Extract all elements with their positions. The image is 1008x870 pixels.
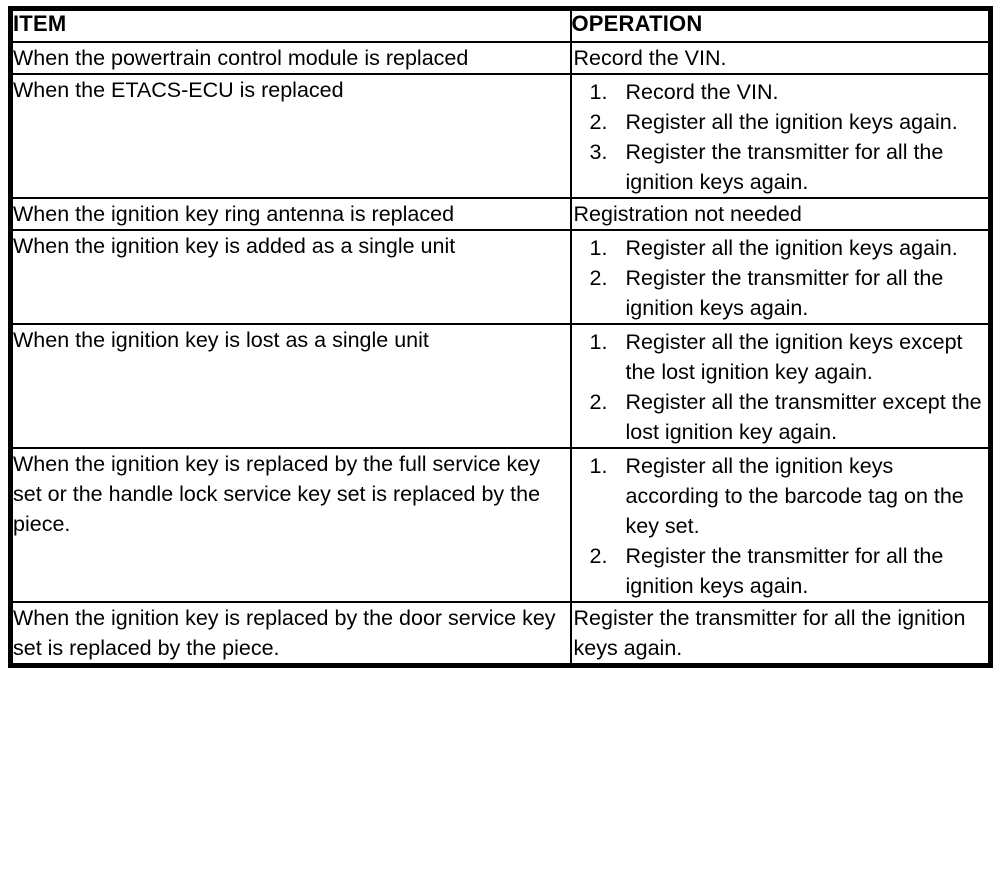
cell-item: When the ETACS-ECU is replaced	[9, 73, 572, 199]
table-row: When the ignition key is replaced by the…	[9, 601, 992, 667]
column-header-operation-label: OPERATION	[571, 11, 703, 36]
cell-item-text: When the ignition key is replaced by the…	[13, 452, 541, 536]
key-registration-table: ITEM OPERATION When the powertrain contr…	[8, 6, 993, 668]
operation-step: Register all the ignition keys again.	[572, 107, 989, 137]
cell-item: When the ignition key is replaced by the…	[9, 601, 572, 667]
operation-step-list: Register all the ignition keys according…	[572, 451, 989, 601]
operation-step-text: Register all the ignition keys again.	[625, 110, 958, 134]
cell-item-text: When the ETACS-ECU is replaced	[13, 78, 344, 102]
operation-step: Register the transmitter for all the ign…	[572, 263, 989, 323]
cell-item-text: When the ignition key ring antenna is re…	[13, 202, 455, 226]
cell-item-text: When the ignition key is replaced by the…	[13, 606, 556, 660]
table-row: When the ignition key is added as a sing…	[9, 229, 992, 325]
operation-step-text: Register the transmitter for all the ign…	[625, 544, 944, 598]
cell-item: When the ignition key is lost as a singl…	[9, 323, 572, 449]
operation-step: Register all the ignition keys again.	[572, 233, 989, 263]
cell-operation: Record the VIN.	[569, 41, 992, 75]
column-header-item-label: ITEM	[13, 11, 67, 36]
table-header: ITEM OPERATION	[9, 7, 992, 43]
operation-step-list: Record the VIN. Register all the ignition…	[572, 77, 989, 197]
operation-step-text: Register all the ignition keys according…	[625, 454, 964, 538]
cell-operation: Record the VIN. Register all the ignition…	[569, 73, 992, 199]
table-header-row: ITEM OPERATION	[9, 7, 992, 43]
cell-item: When the ignition key ring antenna is re…	[9, 197, 572, 231]
cell-item: When the ignition key is replaced by the…	[9, 447, 572, 603]
cell-item: When the powertrain control module is re…	[9, 41, 572, 75]
cell-operation: Register all the ignition keys again. Reg…	[569, 229, 992, 325]
operation-step-text: Register all the transmitter except the …	[625, 390, 982, 444]
operation-step-text: Register the transmitter for all the ign…	[625, 266, 944, 320]
table-row: When the ignition key is lost as a singl…	[9, 323, 992, 449]
operation-step: Register the transmitter for all the ign…	[572, 137, 989, 197]
cell-operation: Register all the ignition keys except th…	[569, 323, 992, 449]
cell-operation: Register all the ignition keys according…	[569, 447, 992, 603]
operation-step-text: Register all the ignition keys again.	[625, 236, 958, 260]
operation-step: Register the transmitter for all the ign…	[572, 541, 989, 601]
cell-item-text: When the ignition key is added as a sing…	[13, 234, 456, 258]
operation-step: Register all the ignition keys except th…	[572, 327, 989, 387]
operation-text: Register the transmitter for all the ign…	[573, 606, 966, 660]
operation-step-text: Record the VIN.	[625, 80, 779, 104]
operation-step: Register all the ignition keys according…	[572, 451, 989, 541]
cell-operation: Registration not needed	[569, 197, 992, 231]
operation-step-text: Register all the ignition keys except th…	[625, 330, 963, 384]
cell-item-text: When the ignition key is lost as a singl…	[13, 328, 429, 352]
table-row: When the ETACS-ECU is replaced Record the…	[9, 73, 992, 199]
table-body: When the powertrain control module is re…	[9, 41, 992, 667]
table-row: When the ignition key is replaced by the…	[9, 447, 992, 603]
table-row: When the powertrain control module is re…	[9, 41, 992, 75]
operation-step: Register all the transmitter except the …	[572, 387, 989, 447]
operation-text: Record the VIN.	[573, 46, 727, 70]
cell-item: When the ignition key is added as a sing…	[9, 229, 572, 325]
column-header-operation: OPERATION	[569, 7, 992, 43]
cell-operation: Register the transmitter for all the ign…	[569, 601, 992, 667]
operation-step: Record the VIN.	[572, 77, 989, 107]
operation-text: Registration not needed	[573, 202, 802, 226]
operation-step-list: Register all the ignition keys except th…	[572, 327, 989, 447]
operation-step-text: Register the transmitter for all the ign…	[625, 140, 944, 194]
table-row: When the ignition key ring antenna is re…	[9, 197, 992, 231]
operation-step-list: Register all the ignition keys again. Reg…	[572, 233, 989, 323]
cell-item-text: When the powertrain control module is re…	[13, 46, 469, 70]
column-header-item: ITEM	[9, 7, 572, 43]
